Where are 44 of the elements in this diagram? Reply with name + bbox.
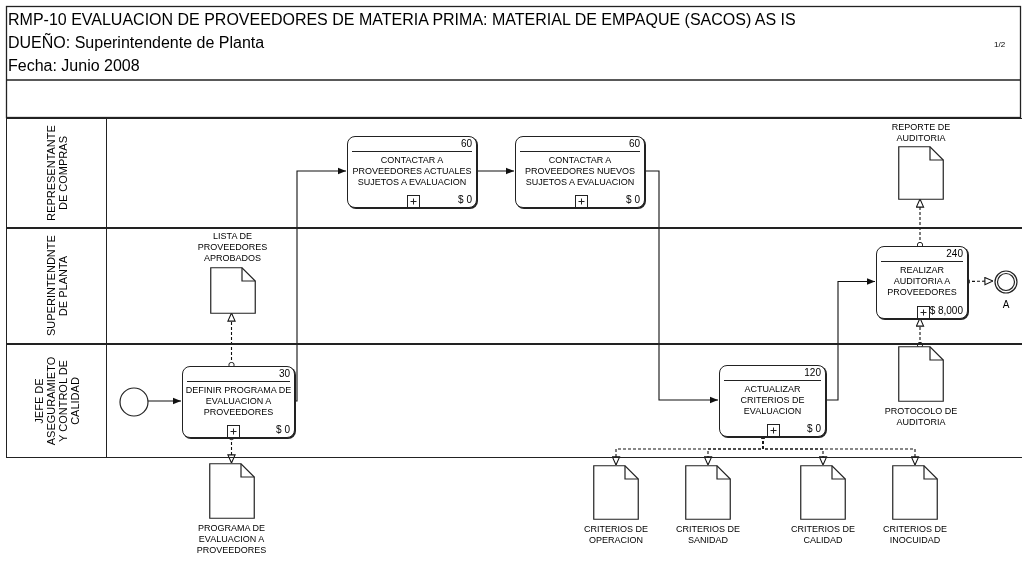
document-label: CRITERIOS DE INOCUIDAD [882,524,948,546]
task-label: CONTACTAR A PROVEEDORES NUEVOS SUJETOS A EVALUACION [524,155,636,188]
lane-label: REPRESENTANTE DE COMPRAS [44,125,69,221]
sequence-arrow [475,167,515,175]
task-box [515,136,645,208]
sequence-arrow [643,170,719,404]
document-label: CRITERIOS DE CALIDAD [790,524,856,546]
swimlane [6,118,1022,228]
task-box [876,246,968,319]
duration-text: 60 [460,138,472,149]
diagram-title: RMP-10 EVALUACION DE PROVEEDORES DE MATERIA PRIMA: MATERIAL DE EMPAQUE (SACOS) AS IS [8,10,796,30]
event-label: A [1001,299,1011,310]
task-box [347,136,477,208]
lane-label: SUPERINTENDNTE DE PLANTA [44,236,69,336]
task-box [182,366,295,438]
task-label: REALIZAR AUDITORIA A PROVEEDORES [886,265,958,298]
cost-text: $ 8,000 [929,305,963,316]
duration-text: 30 [278,368,290,379]
document-label: CRITERIOS DE OPERACION [583,524,649,546]
swimlane [6,228,1022,344]
duration-text: 120 [804,367,821,378]
cost-text: $ 0 [458,194,472,205]
sequence-arrow [147,397,182,405]
document-label: REPORTE DE AUDITORIA [890,122,952,144]
task-label: DEFINIR PROGRAMA DE EVALUACION A PROVEEDORES [185,385,292,418]
sequence-arrow [293,167,347,402]
date-text: Fecha: Junio 2008 [8,56,140,76]
document-label: CRITERIOS DE SANIDAD [675,524,741,546]
sequence-arrow [824,278,876,401]
document-label: LISTA DE PROVEEDORES APROBADOS [196,231,269,264]
page-number: 1/2 [994,40,1006,49]
cost-text: $ 0 [626,194,640,205]
duration-text: 240 [946,248,963,259]
cost-text: $ 0 [807,423,821,434]
document-label: PROGRAMA DE EVALUACION A PROVEEDORES [195,523,268,556]
task-label: ACTUALIZAR CRITERIOS DE EVALUACION [739,384,806,417]
owner-text: DUEÑO: Superintendente de Planta [8,32,265,53]
document-label: PROTOCOLO DE AUDITORIA [883,406,959,428]
swimlane [6,344,1022,458]
task-box [719,365,826,437]
lane-label: JEFE DE ASEGURAMIETO Y CONTROL DE CALIDAD [32,355,81,447]
task-label: CONTACTAR A PROVEEDORES ACTUALES SUJETOS A EVALUACION [351,155,473,188]
cost-text: $ 0 [276,424,290,435]
duration-text: 60 [628,138,640,149]
